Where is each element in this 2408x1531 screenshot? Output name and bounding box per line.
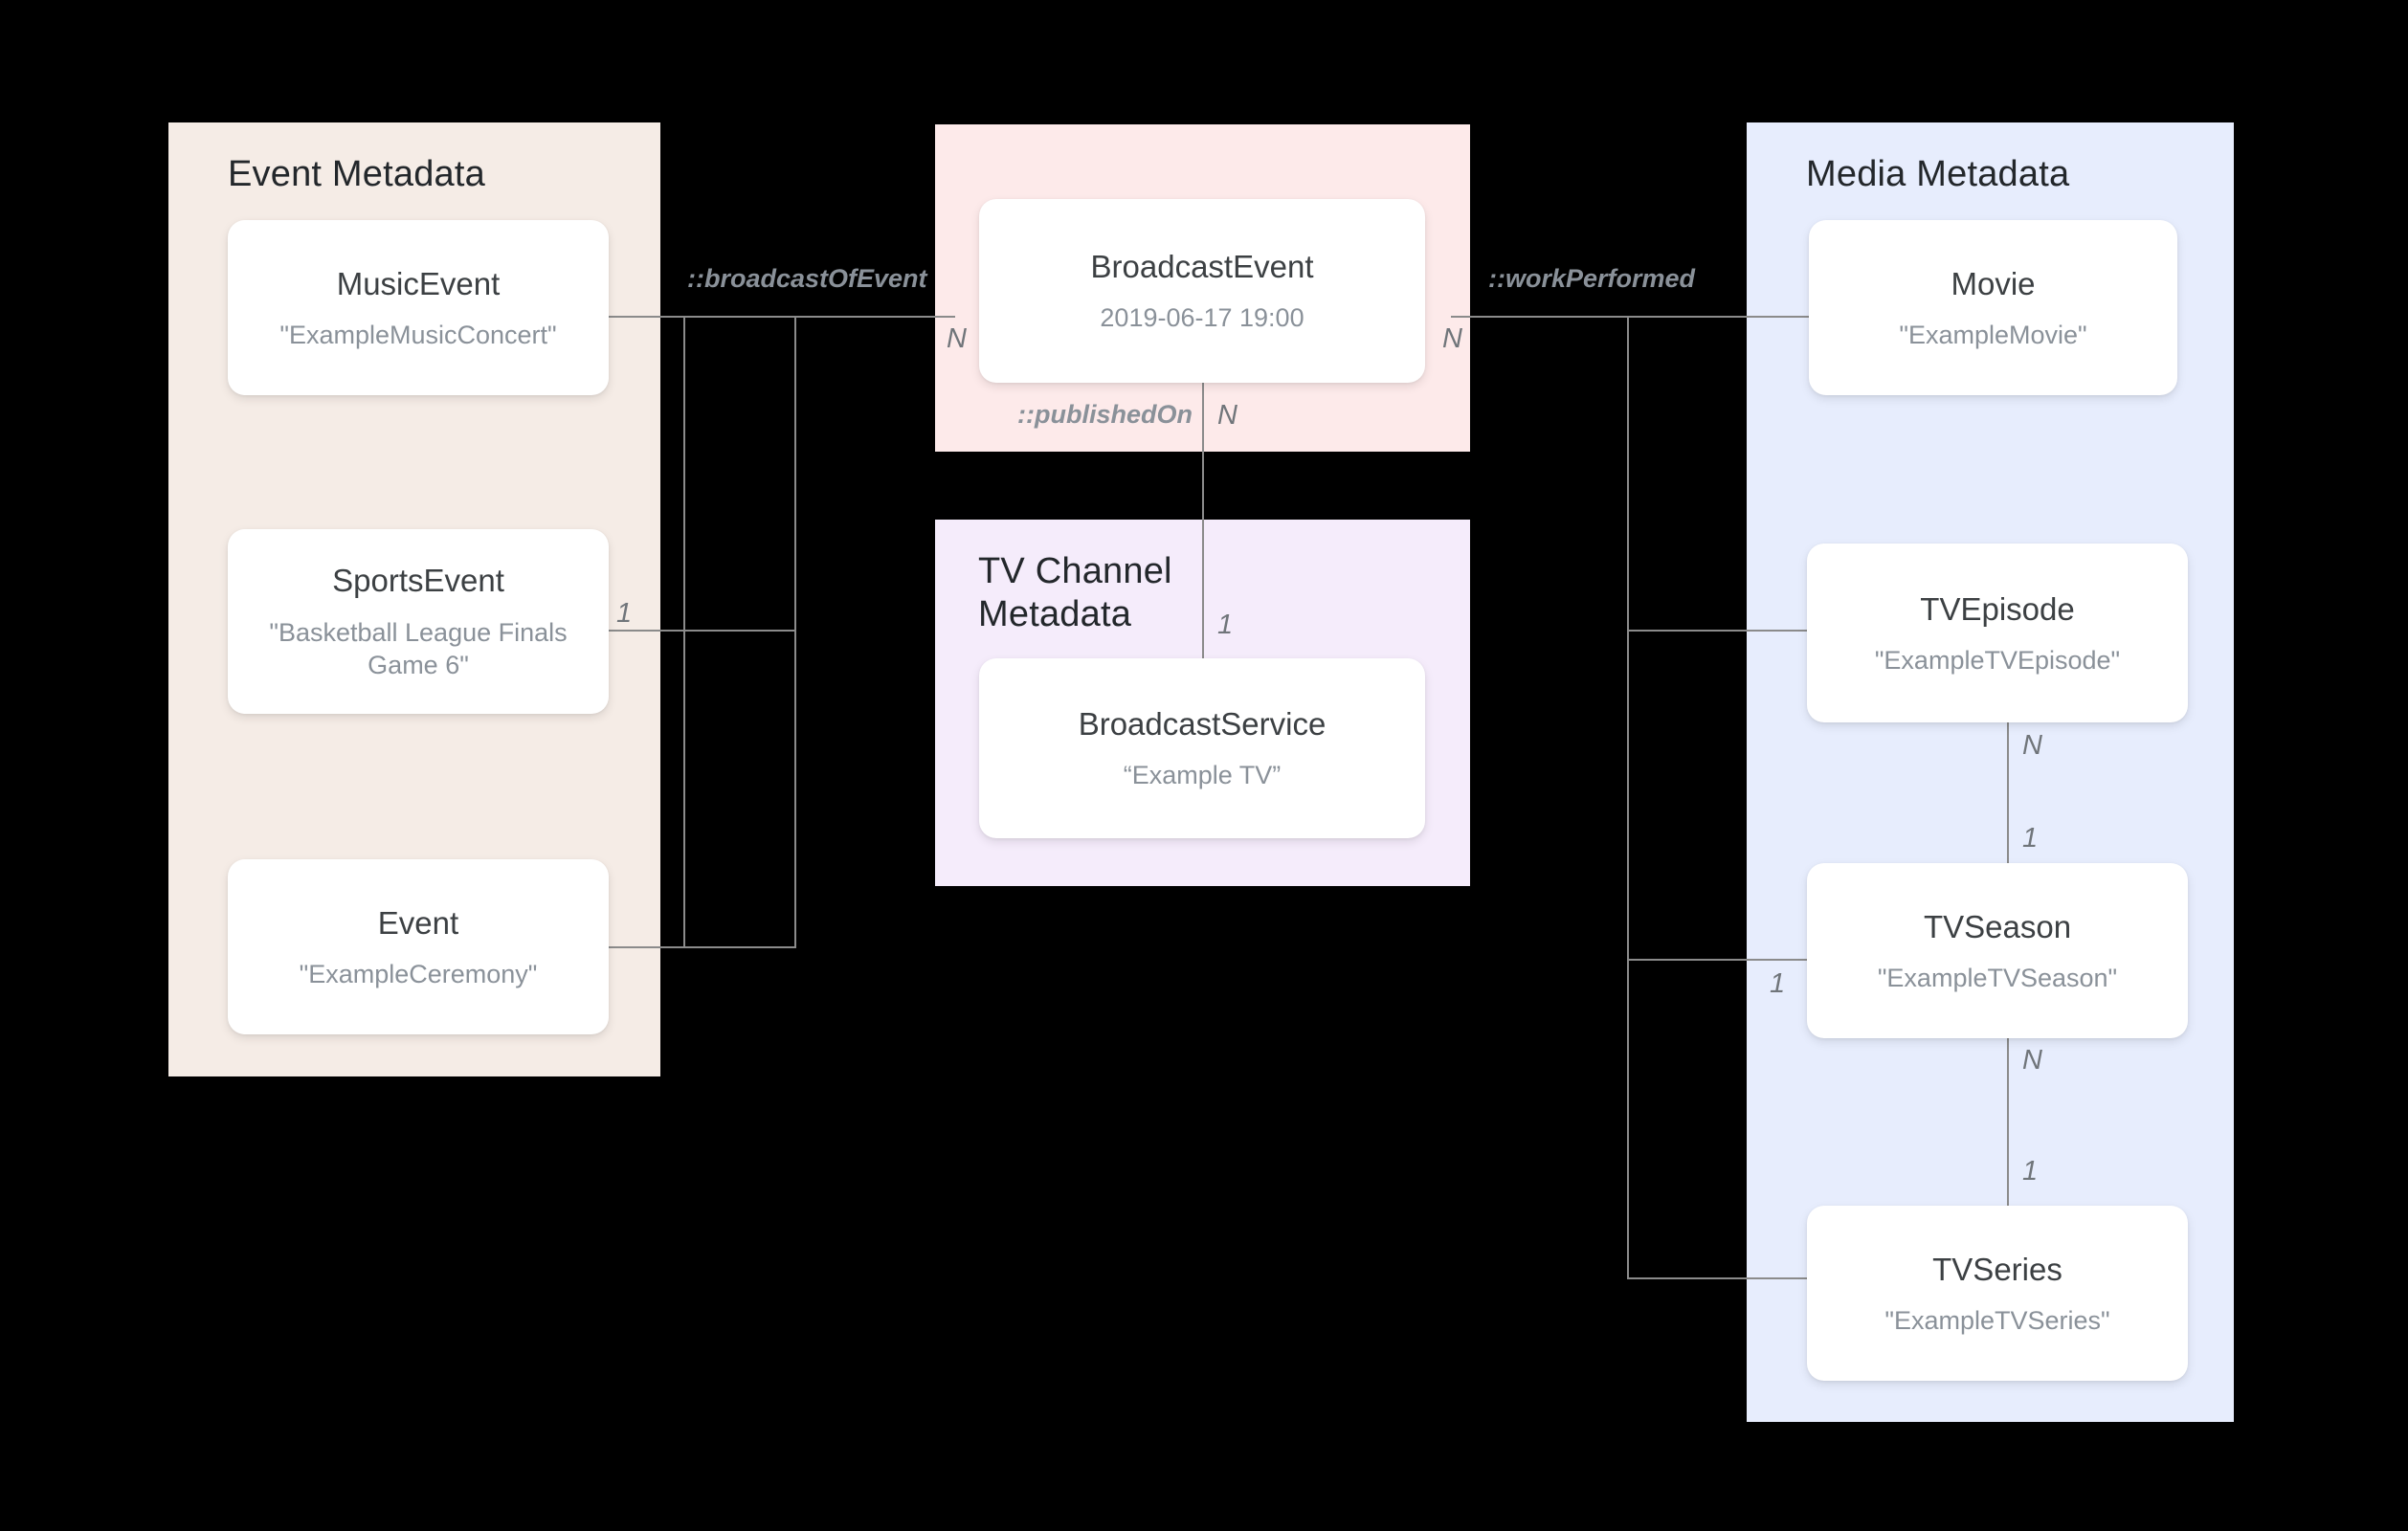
group-title-media-metadata: Media Metadata xyxy=(1806,154,2070,194)
connector-left-inner-vertical xyxy=(683,316,685,947)
cardinality-episode-season-one: 1 xyxy=(2022,823,2039,854)
node-movie-value: "ExampleMovie" xyxy=(1899,320,2087,349)
node-event[interactable]: Event "ExampleCeremony" xyxy=(228,859,609,1034)
node-tv-episode-type: TVEpisode xyxy=(1920,590,2075,627)
connector-season-to-series xyxy=(2007,1038,2009,1206)
connector-music-event-horizontal xyxy=(598,316,794,318)
connector-left-inner-join xyxy=(683,946,794,948)
node-broadcast-event[interactable]: BroadcastEvent 2019-06-17 19:00 xyxy=(979,199,1425,383)
relation-label-broadcast-of-event: ::broadcastOfEvent xyxy=(687,264,927,293)
node-tv-episode-value: "ExampleTVEpisode" xyxy=(1874,645,2121,675)
relation-label-work-performed: ::workPerformed xyxy=(1488,264,1696,293)
node-tv-season-value: "ExampleTVSeason" xyxy=(1877,963,2118,992)
node-tv-series[interactable]: TVSeries "ExampleTVSeries" xyxy=(1807,1206,2188,1381)
cardinality-media-bus-one: 1 xyxy=(1770,968,1786,999)
cardinality-sports-event-one: 1 xyxy=(616,598,633,629)
node-broadcast-service[interactable]: BroadcastService “Example TV” xyxy=(979,658,1425,838)
cardinality-broadcast-left-n: N xyxy=(947,323,967,354)
node-broadcast-service-value: “Example TV” xyxy=(1123,761,1282,790)
relation-label-published-on: ::publishedOn xyxy=(1017,400,1193,429)
connector-bus-to-broadcast-event xyxy=(794,316,955,318)
node-movie[interactable]: Movie "ExampleMovie" xyxy=(1809,220,2177,395)
node-event-value: "ExampleCeremony" xyxy=(299,959,538,988)
connector-published-on-vertical xyxy=(1202,383,1204,756)
node-event-type: Event xyxy=(377,904,459,941)
connector-broadcast-to-right-bus xyxy=(1451,316,1627,318)
node-music-event-type: MusicEvent xyxy=(336,265,501,301)
connector-sports-event-horizontal xyxy=(598,630,794,632)
node-sports-event-type: SportsEvent xyxy=(332,563,504,599)
node-sports-event-value: "Basketball League Finals Game 6" xyxy=(269,617,568,680)
connector-episode-to-season xyxy=(2007,722,2009,890)
node-tv-season[interactable]: TVSeason "ExampleTVSeason" xyxy=(1807,863,2188,1038)
connector-bus-to-movie xyxy=(1627,316,1809,318)
connector-bus-to-tv-episode xyxy=(1627,630,1809,632)
connector-right-vertical-bus xyxy=(1627,316,1629,1277)
cardinality-episode-season-n: N xyxy=(2022,730,2042,761)
cardinality-broadcast-service-one: 1 xyxy=(1217,610,1234,640)
connector-bus-to-tv-season xyxy=(1627,959,1809,961)
node-tv-series-type: TVSeries xyxy=(1932,1251,2062,1287)
node-music-event-value: "ExampleMusicConcert" xyxy=(279,320,557,349)
node-tv-season-type: TVSeason xyxy=(1923,908,2072,944)
node-broadcast-service-type: BroadcastService xyxy=(1078,706,1327,743)
node-music-event[interactable]: MusicEvent "ExampleMusicConcert" xyxy=(228,220,609,395)
connector-left-vertical-bus xyxy=(794,316,796,948)
cardinality-season-series-n: N xyxy=(2022,1045,2042,1076)
group-title-tv-channel-metadata: TV Channel Metadata xyxy=(978,551,1172,634)
node-broadcast-event-type: BroadcastEvent xyxy=(1090,249,1314,285)
node-sports-event[interactable]: SportsEvent "Basketball League Finals Ga… xyxy=(228,529,609,714)
cardinality-broadcast-right-n: N xyxy=(1442,323,1462,354)
node-movie-type: Movie xyxy=(1951,265,2036,301)
node-tv-series-value: "ExampleTVSeries" xyxy=(1884,1305,2110,1335)
node-tv-episode[interactable]: TVEpisode "ExampleTVEpisode" xyxy=(1807,544,2188,722)
cardinality-season-series-one: 1 xyxy=(2022,1156,2039,1187)
connector-bus-to-tv-series xyxy=(1627,1277,1809,1279)
cardinality-published-on-n: N xyxy=(1217,400,1237,431)
node-broadcast-event-value: 2019-06-17 19:00 xyxy=(1100,303,1304,333)
group-title-event-metadata: Event Metadata xyxy=(228,154,485,194)
